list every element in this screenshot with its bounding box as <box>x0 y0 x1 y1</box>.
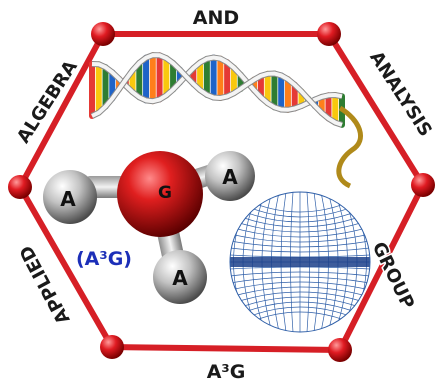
atom-center-label: G <box>158 183 172 203</box>
atom-right-ball <box>205 151 255 201</box>
dna-backbone <box>91 55 343 112</box>
atom-right-label: A <box>222 165 238 189</box>
formula-label: (A³G) <box>76 248 132 270</box>
dna-backbone <box>91 53 343 127</box>
label-top-right: ANALYSIS <box>365 47 436 140</box>
dna-helix-icon <box>89 52 363 189</box>
vertex-node-bottom-left <box>100 335 124 359</box>
label-top: AND <box>193 7 239 29</box>
polar-grid-icon <box>230 192 370 332</box>
dna-backbone <box>91 54 343 113</box>
atom-bottom-ball <box>153 250 207 304</box>
vertex-node-right <box>411 173 435 197</box>
atom-left-ball <box>43 170 97 224</box>
dna-tail <box>336 105 363 189</box>
vertex-node-left <box>8 175 32 199</box>
atom-bottom-label: A <box>172 266 188 290</box>
label-bottom-left: APPLIED <box>16 242 75 328</box>
vertex-node-bottom-right <box>328 338 352 362</box>
vertex-node-top-right <box>317 22 341 46</box>
label-bottom: A³G <box>207 361 246 383</box>
atom-left-label: A <box>60 187 76 211</box>
atom-center-ball <box>117 151 203 237</box>
vertex-node-top-left <box>91 22 115 46</box>
